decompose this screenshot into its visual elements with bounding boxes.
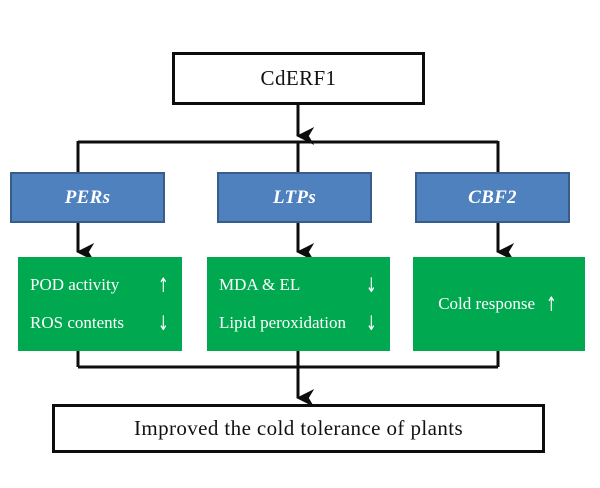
node-cderf1[interactable]: CdERF1 bbox=[172, 52, 425, 105]
node-cbf2[interactable]: CBF2 bbox=[415, 172, 570, 223]
node-cbf2-label: CBF2 bbox=[468, 186, 517, 208]
effect-text: MDA & EL bbox=[219, 275, 301, 295]
up-arrow-icon: ↑ bbox=[158, 273, 170, 297]
down-arrow-icon: ↓ bbox=[366, 273, 378, 297]
ltps-effects-lines: MDA & EL ↓ Lipid peroxidation ↓ bbox=[207, 257, 390, 351]
node-pers-label: PERs bbox=[64, 186, 111, 208]
node-cderf1-label: CdERF1 bbox=[260, 66, 337, 90]
node-cbf2-effects[interactable]: Cold response ↑ bbox=[413, 257, 585, 351]
node-ltps[interactable]: LTPs bbox=[217, 172, 372, 223]
node-ltps-label: LTPs bbox=[272, 186, 317, 208]
effect-text: POD activity bbox=[30, 275, 120, 295]
node-ltps-effects[interactable]: MDA & EL ↓ Lipid peroxidation ↓ bbox=[207, 257, 390, 351]
effect-text: Cold response bbox=[438, 294, 536, 313]
effect-line: MDA & EL ↓ bbox=[207, 275, 390, 295]
effect-line: POD activity ↑ bbox=[18, 275, 182, 295]
effect-line: Lipid peroxidation ↓ bbox=[207, 313, 390, 333]
node-pers[interactable]: PERs bbox=[10, 172, 165, 223]
cbf2-effects-lines: Cold response ↑ bbox=[413, 257, 585, 351]
down-arrow-icon: ↓ bbox=[158, 311, 170, 335]
node-outcome-label: Improved the cold tolerance of plants bbox=[133, 416, 464, 440]
effect-line: ROS contents ↓ bbox=[18, 313, 182, 333]
down-arrow-icon: ↓ bbox=[366, 311, 378, 335]
effect-text: ROS contents bbox=[30, 313, 124, 333]
effect-text: Lipid peroxidation bbox=[219, 313, 347, 333]
node-pers-effects[interactable]: POD activity ↑ ROS contents ↓ bbox=[18, 257, 182, 351]
up-arrow-icon: ↑ bbox=[545, 292, 557, 316]
node-outcome[interactable]: Improved the cold tolerance of plants bbox=[52, 404, 545, 453]
pers-effects-lines: POD activity ↑ ROS contents ↓ bbox=[18, 257, 182, 351]
